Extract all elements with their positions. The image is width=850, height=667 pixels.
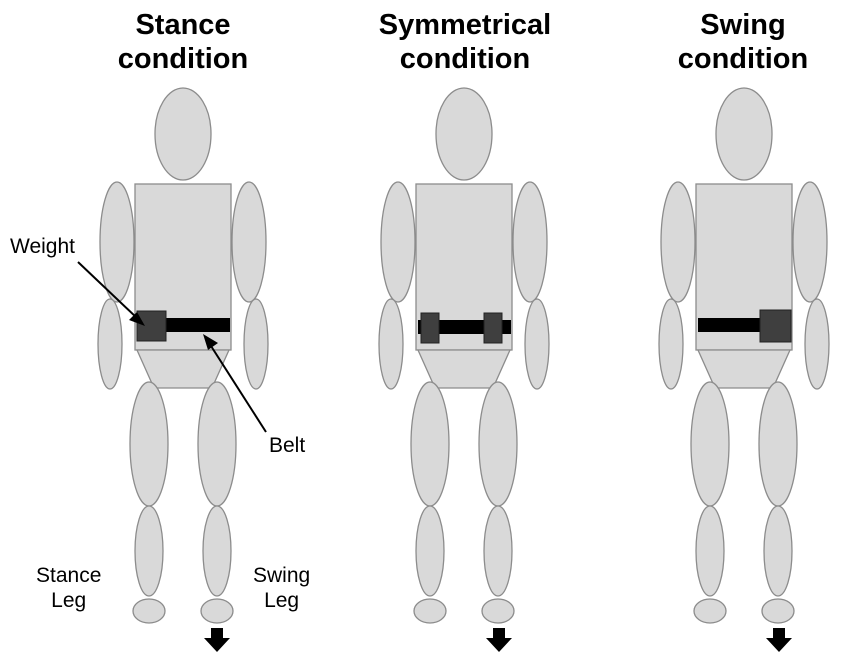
title-symmetrical-line1: Symmetrical xyxy=(378,9,552,41)
label-stance-leg: Stance Leg xyxy=(36,563,101,613)
weight-block xyxy=(136,310,167,342)
weight-pointer xyxy=(77,261,145,326)
label-swing-leg-line1: Swing xyxy=(253,564,311,587)
weight-block-left xyxy=(420,312,440,344)
title-swing-line2: condition xyxy=(677,43,809,75)
title-swing-condition: Swing condition xyxy=(633,8,850,76)
down-arrow-icon xyxy=(766,628,792,652)
weight-block xyxy=(759,309,792,343)
weight-block-right xyxy=(483,312,503,344)
label-weight: Weight xyxy=(10,235,75,258)
belt-pointer xyxy=(203,334,267,433)
label-swing-leg-line2: Leg xyxy=(264,589,300,612)
title-swing-line1: Swing xyxy=(700,9,786,41)
figure-symmetrical xyxy=(378,87,550,652)
label-swing-leg: Swing Leg xyxy=(253,563,310,613)
title-stance-line2: condition xyxy=(117,43,249,75)
figure-stance xyxy=(97,87,269,652)
down-arrow-icon xyxy=(204,628,230,652)
title-symmetrical-condition: Symmetrical condition xyxy=(355,8,575,76)
title-symmetrical-line2: condition xyxy=(399,43,531,75)
down-arrow-icon xyxy=(486,628,512,652)
figure-swing xyxy=(658,87,830,652)
label-belt: Belt xyxy=(269,434,306,457)
label-stance-leg-line2: Leg xyxy=(51,589,87,612)
title-stance-condition: Stance condition xyxy=(73,8,293,76)
title-stance-line1: Stance xyxy=(135,9,231,41)
label-stance-leg-line1: Stance xyxy=(36,564,102,587)
